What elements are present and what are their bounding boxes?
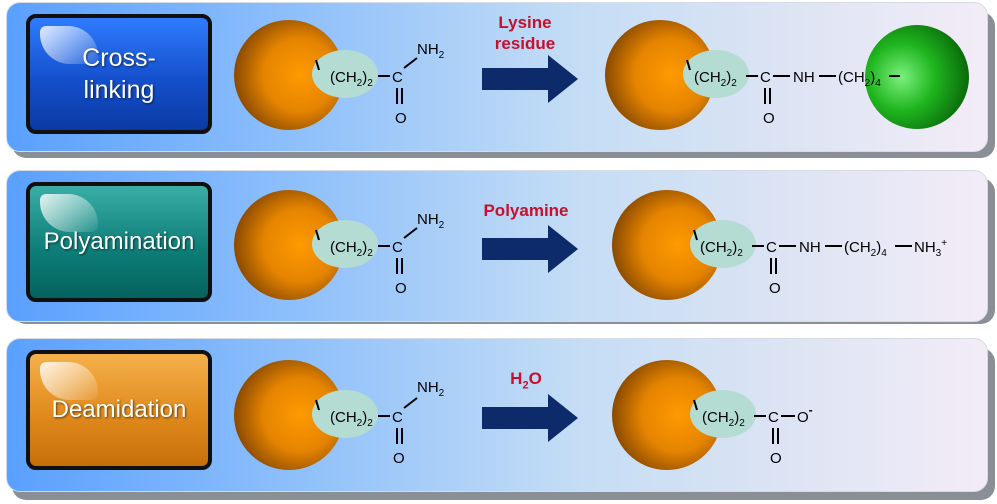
reaction-arrow (482, 394, 578, 442)
ch2-4-chain: (CH2)4 (838, 69, 881, 89)
protein-sphere (605, 20, 715, 130)
ch2-group: (CH2)2 (330, 69, 373, 89)
reagent-water: H2O (510, 369, 542, 392)
cross-linking-label: Cross- linking (82, 44, 156, 104)
carbonyl-oxygen: O (393, 450, 405, 467)
carbon-atom: C (392, 409, 403, 426)
protein-sphere (234, 20, 344, 130)
polyamination-diagram: (CH2)2 C NH2 O (CH2)2 C NH (CH2)4 NH3+ O (234, 190, 947, 300)
deamidation-label-box: Deamidation (26, 350, 212, 470)
amide-nh-link: NH (799, 239, 821, 256)
deamidation-diagram: (CH2)2 C NH2 O (CH2)2 C O- O (234, 360, 813, 470)
ch2-group: (CH2)2 (330, 239, 373, 259)
carbon-atom: C (392, 69, 403, 86)
protein-sphere (234, 190, 344, 300)
ch2-4-chain: (CH2)4 (844, 239, 887, 259)
ch2-group: (CH2)2 (702, 409, 745, 429)
ammonium-group: NH3+ (914, 238, 947, 259)
deamidation-label: Deamidation (51, 396, 187, 423)
polyamination-label-box: Polyamination (26, 182, 212, 302)
carbon-atom: C (766, 239, 777, 256)
carbonyl-oxygen: O (770, 450, 782, 467)
carbon-atom: C (760, 69, 771, 86)
carboxylate-oxygen: O- (797, 403, 813, 426)
cross-linking-label-box: Cross- linking (26, 14, 212, 134)
ch2-group: (CH2)2 (700, 239, 743, 259)
cross-linking-diagram: (CH2)2 C NH2 O (CH2)2 C NH (CH2)4 O (234, 20, 969, 130)
glutamine-blob (312, 220, 378, 268)
glutamine-blob (690, 390, 756, 438)
amide-nh2: NH2 (417, 41, 445, 61)
ch2-group: (CH2)2 (330, 409, 373, 429)
reaction-arrow (482, 55, 578, 103)
amide-nh2: NH2 (417, 211, 445, 231)
protein-sphere (234, 360, 344, 470)
glutamine-blob (690, 220, 756, 268)
lysine-sphere (865, 25, 969, 129)
carbonyl-oxygen: O (769, 280, 781, 297)
glutamine-blob (683, 50, 749, 98)
polyamination-label: Polyamination (43, 228, 195, 255)
protein-sphere (612, 360, 722, 470)
protein-sphere (612, 190, 722, 300)
carbon-atom: C (768, 409, 779, 426)
carbonyl-oxygen: O (763, 110, 775, 127)
reagent-polyamine: Polyamine (483, 201, 569, 220)
reaction-arrow (482, 225, 578, 273)
glutamine-blob (312, 390, 378, 438)
reagent-lysine-residue: Lysine residue (494, 13, 556, 53)
glutamine-blob (312, 50, 378, 98)
carbonyl-oxygen: O (395, 280, 407, 297)
amide-nh-link: NH (793, 69, 815, 86)
carbon-atom: C (392, 239, 403, 256)
ch2-group: (CH2)2 (694, 69, 737, 89)
carbonyl-oxygen: O (395, 110, 407, 127)
amide-nh2: NH2 (417, 379, 445, 399)
